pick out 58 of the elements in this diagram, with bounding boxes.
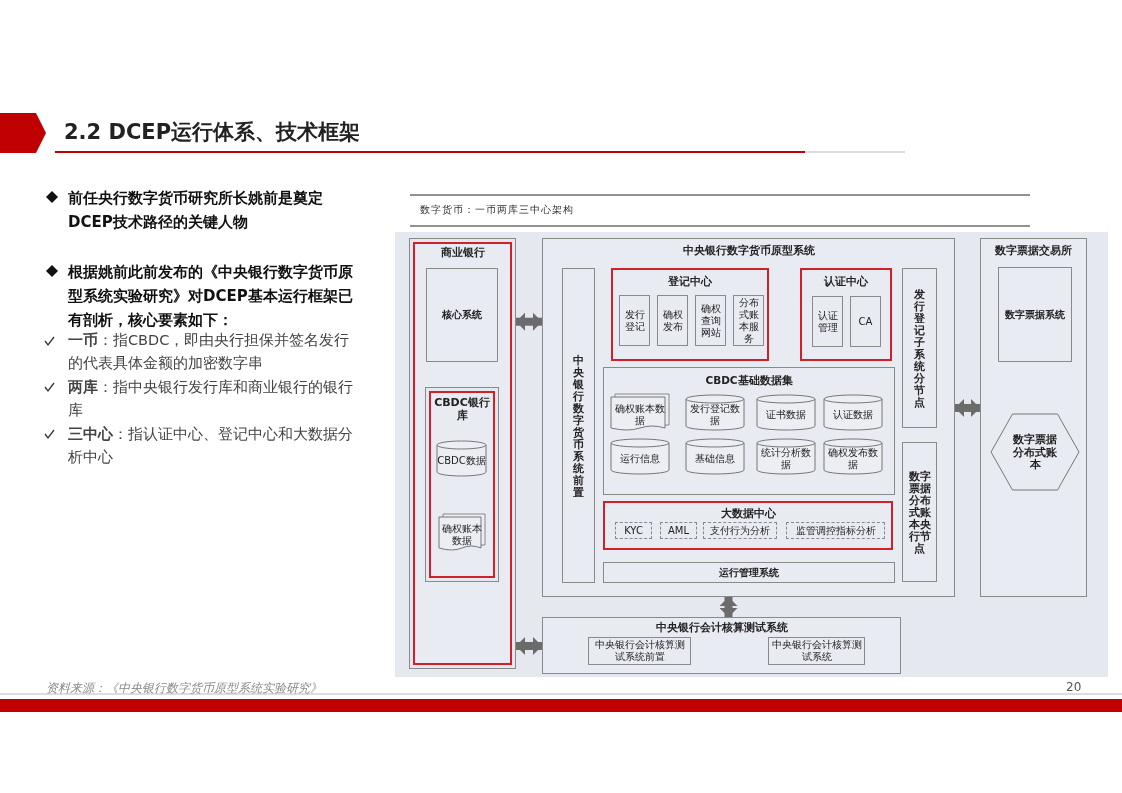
system-box: 中央银行会计核算测试系统前置: [588, 637, 691, 665]
box-heading: 商业银行: [439, 246, 486, 259]
center-box: [611, 268, 769, 361]
database-cylinder: 发行登记数据: [685, 394, 745, 431]
dashed-box: AML: [660, 522, 697, 539]
system-box: 数字票据系统: [998, 267, 1072, 362]
system-box: 分布式账本服务: [733, 295, 764, 346]
database-cylinder: 认证数据: [823, 394, 883, 431]
box-heading: CBDC基础数据集: [704, 374, 794, 387]
box-heading: 中央银行会计核算测试系统: [654, 621, 789, 634]
dashed-box: KYC: [615, 522, 652, 539]
system-box: [542, 238, 955, 597]
bullet-text: 根据姚前此前发布的《中央银行数字货币原型系统实验研究》对DCEP基本运行框架已有剖析，核心要素如下：: [68, 262, 354, 331]
dashed-box: 监管调控指标分析: [786, 522, 885, 539]
database-cylinder: 确权发布数据: [823, 438, 883, 475]
slide-title: 2.2 DCEP运行体系、技术框架: [64, 119, 361, 146]
hexagon: 数字票据分布式账本: [990, 413, 1080, 491]
source-note: 资料来源：《中央银行数字货币原型系统实验研究》: [46, 680, 322, 697]
vertical-box: 数字票据分布式账本央行节点: [902, 442, 937, 582]
dashed-box: 支付行为分析: [703, 522, 777, 539]
system-box: [980, 238, 1087, 597]
system-box: CA: [850, 296, 881, 347]
double-arrow: [719, 597, 738, 617]
center-box: [603, 501, 893, 550]
vertical-box: 发行登记子系统分节点: [902, 268, 937, 428]
bank-frame: [409, 238, 516, 669]
system-box: [603, 367, 895, 495]
system-box: [542, 617, 901, 674]
checklist-item: 两库：指中央银行发行库和商业银行的银行库: [68, 378, 354, 420]
bullet-text: 前任央行数字货币研究所长姚前是奠定DCEP技术路径的关键人物: [68, 188, 324, 233]
database-cylinder: 统计分析数据: [756, 438, 816, 475]
box-heading: 数字票据交易所: [994, 244, 1073, 257]
system-box: 确权发布: [657, 295, 688, 346]
system-box: 核心系统: [426, 268, 498, 362]
system-box: 发行登记: [619, 295, 650, 346]
vertical-box: 中央银行数字货币系统前置: [562, 268, 595, 583]
box-heading: 中央银行数字货币原型系统: [681, 244, 816, 257]
figure-title: 数字货币：一币两库三中心架构: [420, 203, 574, 217]
box-heading: CBDC银行库: [433, 396, 491, 423]
bank-frame: [425, 387, 499, 582]
system-box: 运行管理系统: [603, 562, 895, 583]
page-number: 20: [1066, 680, 1082, 694]
database-cylinder: 证书数据: [756, 394, 816, 431]
box-heading: 认证中心: [823, 275, 869, 288]
checklist-item: 一币：指CBDC，即由央行担保并签名发行的代表具体金额的加密数字串: [68, 331, 351, 373]
double-arrow: [516, 312, 542, 331]
system-box: 确权查询网站: [695, 295, 726, 346]
system-box: 认证管理: [812, 296, 843, 347]
system-box: 中央银行会计核算测试系统: [768, 637, 865, 665]
box-heading: 大数据中心: [719, 507, 777, 520]
double-arrow: [955, 398, 980, 417]
center-box: [800, 268, 892, 361]
database-cylinder: 运行信息: [610, 438, 670, 475]
checklist-item: 三中心：指认证中心、登记中心和大数据分析中心: [68, 425, 354, 467]
database-cylinder: 基础信息: [685, 438, 745, 475]
database-cylinder: CBDC数据: [436, 440, 487, 477]
double-arrow: [516, 637, 542, 655]
box-heading: 登记中心: [667, 275, 713, 288]
